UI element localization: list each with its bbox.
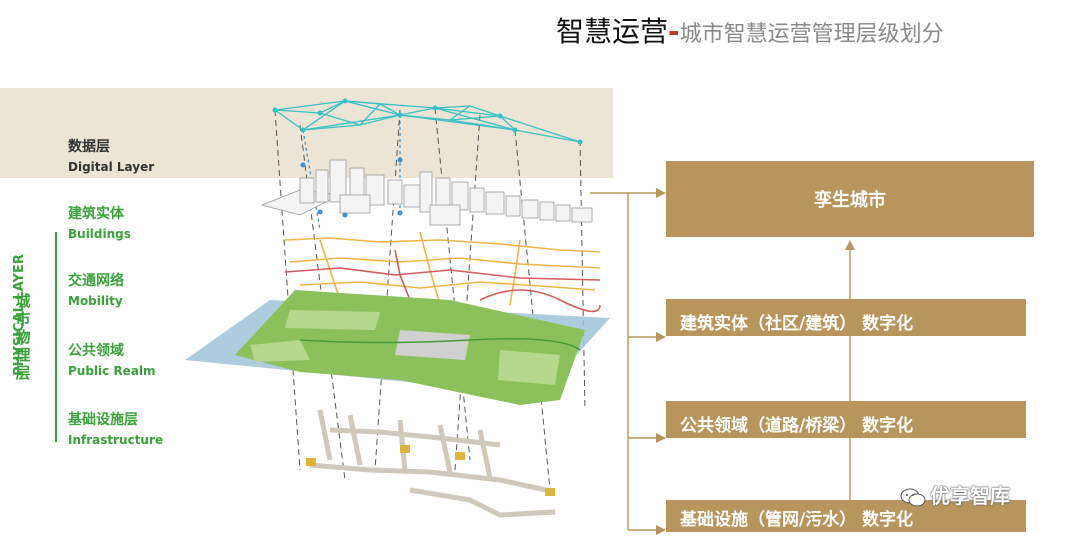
infrastructure-nodes <box>306 445 555 496</box>
physical-layer-zh: 城市物理层 <box>15 292 31 382</box>
buildings-layer <box>260 159 593 226</box>
digital-network <box>274 100 581 143</box>
public-digital-box: 公共领域（道路/桥梁） 数字化 <box>666 401 1026 438</box>
public-realm-label: 公共领域 Public Realm <box>68 340 156 378</box>
building-markers <box>300 157 403 218</box>
buildings-en: Buildings <box>68 227 131 241</box>
connector-arrows <box>656 188 855 535</box>
public-realm-zh: 公共领域 <box>68 343 124 359</box>
buildings-label: 建筑实体 Buildings <box>68 203 131 241</box>
title-sub: 城市智慧运营管理层级划分 <box>679 22 944 47</box>
vertical-guides <box>274 107 586 491</box>
page-title: 智慧运营-城市智慧运营管理层级划分 <box>556 10 944 50</box>
buildings-zh: 建筑实体 <box>68 206 124 222</box>
infrastructure-zh: 基础设施层 <box>68 412 138 428</box>
infrastructure-en: Infrastructure <box>68 433 164 447</box>
title-main: 智慧运营 <box>556 15 669 48</box>
mobility-zh: 交通网络 <box>68 273 124 289</box>
infra-digital-box: 基础设施（管网/污水） 数字化 <box>666 500 1026 532</box>
title-separator: - <box>668 15 680 48</box>
physical-layer-en: PHYSICAL LAYER <box>12 254 27 376</box>
watermark: 优享智库 <box>900 480 1010 509</box>
twin-city-box: 孪生城市 <box>666 161 1034 237</box>
watermark-text: 优享智库 <box>930 484 1010 508</box>
digital-layer-band <box>0 88 613 178</box>
public-realm-layer <box>235 290 585 405</box>
mobility-layer <box>284 231 601 321</box>
physical-layer-divider <box>55 232 57 442</box>
mobility-label: 交通网络 Mobility <box>68 270 124 308</box>
digital-layer-label: 数据层 Digital Layer <box>68 136 154 174</box>
infrastructure-label: 基础设施层 Infrastructure <box>68 409 163 447</box>
buildings-digital-box: 建筑实体（社区/建筑） 数字化 <box>666 299 1026 336</box>
network-nodes <box>272 98 583 145</box>
public-realm-en: Public Realm <box>68 364 156 378</box>
digital-layer-zh: 数据层 <box>68 139 110 155</box>
infrastructure-layer <box>309 409 556 518</box>
digital-layer-en: Digital Layer <box>68 160 155 174</box>
mobility-en: Mobility <box>68 294 123 308</box>
wechat-icon <box>900 488 926 506</box>
connector-lines <box>590 192 851 531</box>
